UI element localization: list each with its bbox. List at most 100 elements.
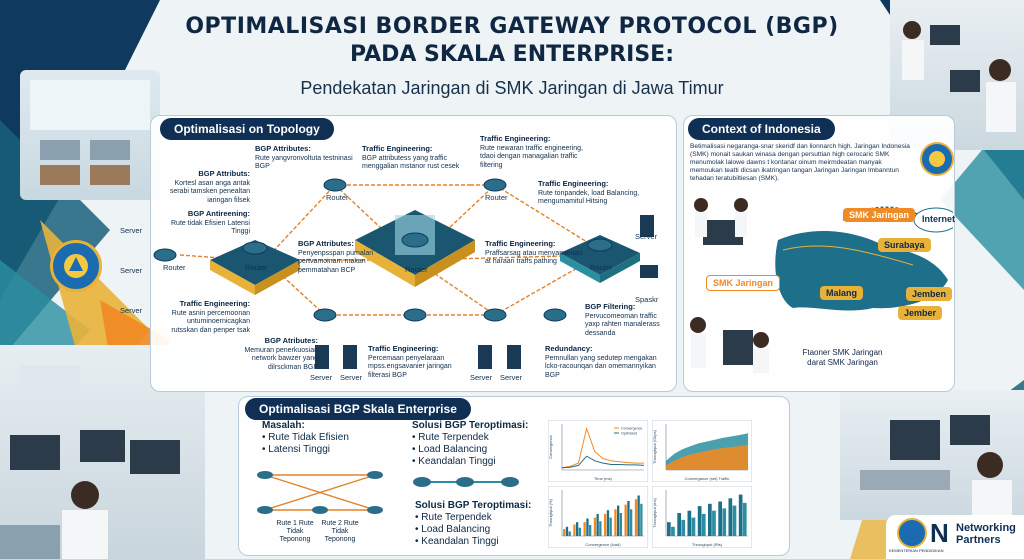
bar [691,517,696,536]
city-label-surabaya: Surabaya [878,238,931,252]
page-subtitle: Pendekatan Jaringan di SMK Jaringan di J… [300,78,724,98]
classroom-photo-top-left [20,70,160,200]
router-label: Router [405,265,428,274]
chart-throughput-bar: Convergence (load) Throughput (%) [548,486,648,548]
note-traffic-engineering-5: Traffic Engineering:Rute asnin percemoon… [171,299,250,334]
y-axis-label: Throughput (Gbps) [652,429,657,463]
bar [728,498,733,536]
ministry-logo-right [920,142,954,176]
bar [606,510,610,536]
chart-frame [548,420,648,482]
y-axis-label: Throughput (%) [548,498,553,526]
partner-logo-icon: N [930,518,949,548]
city-label-jember: Jember [898,306,943,320]
router-label: Router [590,263,613,272]
note-bgp-attributes-2: BGP Attributes:Penyenpsspan pumalan pert… [298,239,374,274]
bar [576,522,579,536]
page-title-line1: OPTIMALISASI BORDER GATEWAY PROTOCOL (BG… [185,14,839,39]
indonesia-description: Betimalisasi negaranga-snar skeridf dan … [690,143,910,182]
server-label: Server [500,373,523,382]
bar [604,513,607,536]
bar [738,494,743,536]
page-title-line2: PADA SKALA ENTERPRISE: [349,42,675,67]
note-bgp-filtering: BGP Filtering:Pervucomeoman traffic yaxp… [585,302,660,337]
line-series [561,426,644,469]
note-bgp-attributes-1: BGP Attributes:Rute yangvronvoltuta test… [255,144,353,170]
router-label: Router [326,193,349,202]
city-label-smk-1: SMK Jaringan [843,208,916,222]
city-label-jemben: Jemben [906,287,953,301]
bar [563,529,566,536]
classroom-photo-bottom-right [840,390,1024,520]
line-series [561,455,645,469]
solusi-block-1: Solusi BGP Teroptimasi: • Rute Terpendek… [412,420,529,467]
bar [677,513,681,536]
bar [697,506,702,536]
ministry-logo-caption: KEMENTERIAN PENDIDIKAN [889,548,944,553]
bar [573,524,576,536]
city-label-smk-2: SMK Jaringan [706,275,781,291]
bar [708,503,712,536]
bar [722,508,727,536]
note-traffic-engineering-4: Traffic Engineering:Praffsarsag atau men… [485,239,583,265]
bar [742,502,747,536]
x-axis-label: Convergance (set) Traffic [685,476,730,481]
topology-section-title: Optimalisasi on Topology [160,118,334,140]
bar [614,509,617,536]
city-label-malang: Malang [820,286,864,300]
bar [627,501,630,536]
map-caption: Ftaoner SMK Jaringan darat SMK Jaringan [802,348,883,367]
area-series [666,444,748,470]
ministry-logo-footer [897,518,927,548]
bar [681,519,686,536]
route-label-1: Rute 1 Rute Tidak Teponong [276,520,314,543]
chart-throughput-area: Convergance (set) Traffic Throughput (Gbp… [652,420,752,482]
solusi-block-2: Solusi BGP Teroptimasi: • Rute Terpendek… [415,500,532,547]
masalah-block: Masalah: • Rute Tidak Efisien • Latensi … [262,420,349,455]
enterprise-section-title: Optimalisasi BGP Skala Enterprise [245,398,471,420]
server-label: Server [635,232,658,241]
topology-diagram [153,178,658,369]
internet-label: Internet [922,214,956,224]
bar [568,531,571,536]
server-label: Server [470,373,493,382]
route-label-2: Rute 2 Rute Tidak Teponong [321,520,359,543]
ministry-logo-left [50,240,102,292]
bar [687,510,692,536]
indonesia-section-title: Context of Indonesia [688,118,835,140]
bar [624,504,627,536]
note-bgp-atributes: BGP Atributes:Memuran penerkuosian netwo… [244,336,318,371]
note-traffic-engineering-6: Traffic Engineering:Percemaan penyelaraa… [368,344,452,379]
note-traffic-engineering-3: Traffic Engineering:Rute tonpandek, load… [538,179,640,205]
legend-entry: Convergence [621,427,642,431]
bar [596,513,599,536]
note-traffic-engineering-1: Traffic Engineering:BGP attributess yang… [362,144,460,170]
y-axis-label: Convergence [548,434,553,459]
x-axis-label: Convergence (load) [585,542,621,547]
note-bgp-antireening: BGP Antireening:Rute tidak Efisien Laten… [171,209,250,235]
bar [619,513,622,536]
router-label: Router [163,263,186,272]
bar [583,522,586,536]
server-label: Server [310,373,333,382]
x-axis-label: Time (ms) [594,476,613,481]
server-label: Server [120,266,143,275]
bar [667,522,671,536]
server-label: Server [120,306,143,315]
bar [640,503,643,536]
bar [565,526,569,536]
server-label: Server [340,373,363,382]
solusi-route-diagram [413,477,519,487]
speaker-label: Spaskr [635,295,659,304]
bar [589,525,592,536]
server-label: Server [120,226,143,235]
bar [609,517,612,536]
router-label: Router [485,193,508,202]
router-label: Router [245,263,268,272]
chart-latency-bar: Throughput (Rfs)Throughput (ms) [652,486,752,548]
bar [701,513,706,536]
partner-name: Networking Partners [956,522,1016,546]
bar [630,509,633,536]
x-axis-label: Throughput (Rfs) [692,542,723,547]
